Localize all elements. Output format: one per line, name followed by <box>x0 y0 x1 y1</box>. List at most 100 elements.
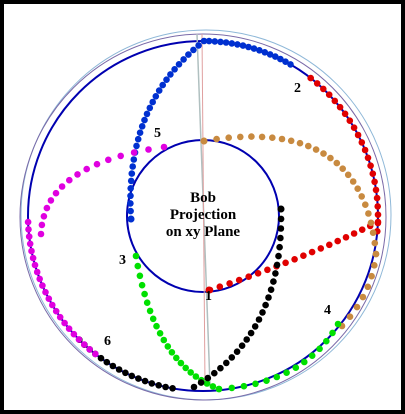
inner-top-marker-dot <box>200 137 208 145</box>
red-trajectory-dot <box>358 226 366 233</box>
magenta-trajectory-dot <box>93 160 101 168</box>
brown-trajectory-dot <box>327 154 334 162</box>
red-trajectory-dot <box>226 280 233 287</box>
blue-arc-dot <box>228 40 236 47</box>
black-arc-dot <box>128 372 136 380</box>
red-arc-dot <box>331 97 339 105</box>
blue-arc-dot <box>245 43 252 51</box>
green-tail-dot <box>273 373 281 381</box>
magenta-arc-dot <box>70 330 78 338</box>
black-trajectory-dot <box>223 359 230 367</box>
green-tail-dot <box>215 385 223 393</box>
blue-arc-dot <box>287 61 294 68</box>
magenta-trajectory-dot <box>66 176 73 184</box>
blue-trajectory-dot <box>159 81 166 89</box>
blue-arc-dot <box>222 39 230 46</box>
brown-trajectory-dot <box>287 137 295 145</box>
black-trajectory-dot <box>277 225 285 232</box>
black-trajectory-dot <box>228 354 236 361</box>
magenta-trajectory-dot <box>38 221 46 229</box>
brown-trajectory-dot <box>269 134 276 141</box>
red-arc-dot <box>354 131 362 139</box>
magenta-arc-dot <box>42 288 49 296</box>
red-trajectory-dot <box>245 273 252 281</box>
caption-line-3: on xy Plane <box>166 224 241 240</box>
black-arc-dot <box>103 358 111 366</box>
red-trajectory-dot <box>350 230 358 237</box>
blue-arc-dot <box>277 55 284 63</box>
red-arc-dot <box>320 85 327 93</box>
red-arc-dot <box>374 203 382 210</box>
red-arc-dot <box>374 211 382 218</box>
blue-trajectory-dot <box>133 142 140 150</box>
black-arc-dot <box>97 354 105 362</box>
blue-trajectory-dot <box>127 207 134 215</box>
vertical-guide-line-2 <box>201 33 206 386</box>
inner-bottom-marker-dot <box>205 286 213 294</box>
red-trajectory-dot <box>291 256 298 263</box>
green-tail-dot <box>308 352 316 360</box>
magenta-arc-dot <box>26 240 34 248</box>
bob-projection-diagram: Bob Projection on xy Plane 1 2 3 4 5 6 <box>19 29 392 401</box>
magenta-trajectory-dot <box>47 197 55 204</box>
black-arc-dot <box>141 377 149 385</box>
black-trajectory-dot <box>247 329 255 337</box>
green-trajectory-dot <box>143 299 151 307</box>
caption-line-2: Projection <box>170 207 237 223</box>
black-trajectory-dot <box>204 374 212 382</box>
caption-line-1: Bob <box>190 190 216 206</box>
red-arc-dot <box>346 117 354 124</box>
green-tail-dot <box>263 377 270 385</box>
green-trajectory-dot <box>153 322 160 330</box>
red-trajectory-dot <box>264 266 271 274</box>
brown-trajectory-dot <box>358 193 366 200</box>
blue-trajectory-dot <box>141 116 148 124</box>
magenta-arc-dot <box>65 325 73 333</box>
blue-trajectory-dot <box>138 123 146 130</box>
red-trajectory-dot <box>216 283 224 291</box>
black-trajectory-dot <box>217 364 224 372</box>
green-tail-dot <box>323 337 330 345</box>
red-trajectory-dot <box>282 259 289 267</box>
red-arc-dot <box>373 194 381 202</box>
magenta-trajectory-dot <box>130 149 138 156</box>
brown-trajectory-dot <box>278 135 286 143</box>
label-6: 6 <box>104 334 111 349</box>
brown-trajectory-dot <box>312 146 320 153</box>
magenta-arc-dot <box>25 233 33 240</box>
green-trajectory-dot <box>177 359 185 367</box>
green-tail-dot <box>252 380 259 388</box>
magenta-arc-dot <box>36 275 43 283</box>
blue-trajectory-dot <box>190 46 197 54</box>
green-tail-dot <box>301 358 308 366</box>
brown-trajectory-dot <box>362 201 369 208</box>
green-trajectory-dot <box>156 330 164 337</box>
magenta-trajectory-dot <box>160 143 168 151</box>
red-arc-dot <box>341 110 349 118</box>
blue-trajectory-dot <box>136 129 144 136</box>
red-arc-dot <box>369 170 377 177</box>
label-4: 4 <box>324 303 331 318</box>
red-arc-dot <box>336 103 344 111</box>
magenta-arc-dot <box>31 261 39 269</box>
magenta-arc-dot <box>45 295 53 303</box>
blue-trajectory-dot <box>171 66 178 73</box>
green-trajectory-dot <box>164 343 172 350</box>
blue-arc-dot <box>211 38 219 45</box>
green-trajectory-dot <box>192 373 200 380</box>
brown-tail-dot <box>368 272 375 280</box>
brown-trajectory-dot <box>344 171 352 179</box>
red-trajectory-dot <box>300 252 307 259</box>
magenta-trajectory-dot <box>40 213 48 220</box>
magenta-arc-dot <box>49 301 56 309</box>
green-tail-dot <box>292 364 300 372</box>
blue-trajectory-dot <box>127 185 134 192</box>
blue-arc-dot <box>282 58 289 65</box>
brown-trajectory-dot <box>369 229 377 236</box>
black-arc-dot <box>115 366 123 373</box>
blue-trajectory-dot <box>128 170 136 177</box>
green-tail-dot <box>240 382 248 390</box>
black-trajectory-dot <box>211 369 218 377</box>
green-trajectory-dot <box>141 290 148 298</box>
red-arc-dot <box>364 154 372 162</box>
